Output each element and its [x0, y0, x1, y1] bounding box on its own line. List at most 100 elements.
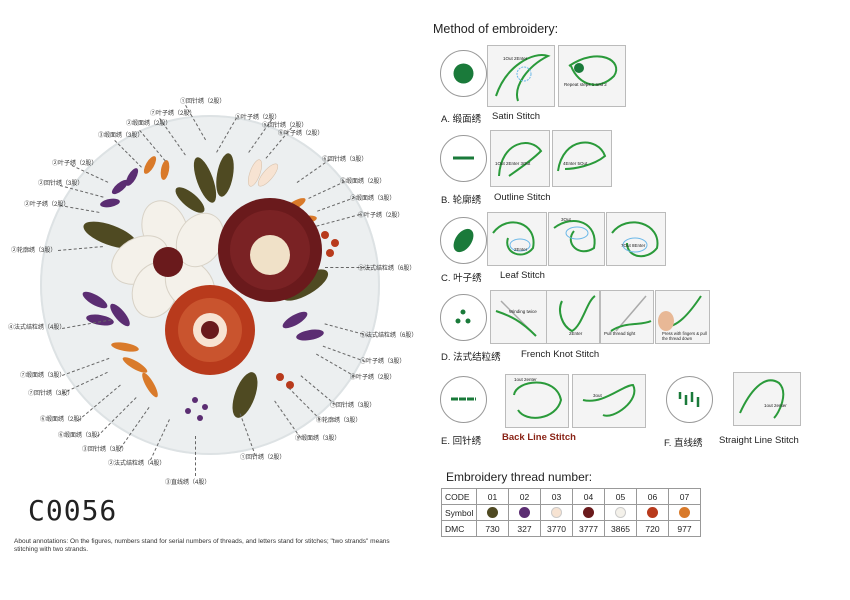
leaf-stitch-name: Leaf Stitch: [500, 270, 545, 281]
annotation-label: ⑥叶子绣（2股）: [358, 213, 404, 219]
leaf-step-3: 7Out 8Enter: [606, 212, 666, 266]
thread-code: 06: [636, 488, 669, 505]
thread-code: 02: [508, 488, 541, 505]
thread-code: 01: [476, 488, 509, 505]
annotation-label: ⑦缎面绣（3股）: [20, 373, 66, 379]
thread-swatch: [519, 507, 530, 519]
thread-swatch: [615, 507, 626, 519]
annotation-label: ④法式结粒绣（4股）: [8, 325, 66, 331]
thread-swatch: [487, 507, 498, 519]
straight-line-stitch-name: Straight Line Stitch: [719, 435, 799, 446]
annotation-label: ①回针绣（3股）: [330, 403, 376, 409]
annotation-label: ②缎面绣（2股）: [126, 121, 172, 127]
french-knot-step-4-caption: Press with fingers & pull the thread dow…: [662, 331, 707, 341]
satin-stitch-sample: [440, 50, 487, 97]
back-line-step-1-caption: 1out 2enter: [514, 377, 537, 382]
annotation-label: ③缎面绣（3股）: [98, 133, 144, 139]
back-line-stitch-sample: [440, 376, 487, 423]
annotation-label: ①回针绣（2股）: [240, 455, 286, 461]
leaf-step-3-caption: 7Out 8Enter: [621, 243, 646, 248]
outline-step-2-caption: 4Enter 5Out: [563, 161, 588, 166]
thread-code: 03: [540, 488, 573, 505]
back-line-stitch-letter: E. 回针绣: [441, 436, 482, 447]
annotation-label: ②回针绣（3股）: [38, 181, 84, 187]
annotation-label: ⑤回针绣（2股）: [262, 123, 308, 129]
outline-stitch-name: Outline Stitch: [494, 192, 551, 203]
thread-symbol-row: Symbol: [441, 504, 701, 521]
annotation-label: ⑦缎面绣（3股）: [350, 196, 396, 202]
thread-dmc: 3777: [572, 520, 605, 537]
annotation-label: ③直线绣（4股）: [165, 480, 211, 486]
satin-step-2-caption: Repeat steps 1 and 2: [564, 82, 607, 87]
straight-line-step-1: 1out 2enter: [733, 372, 801, 426]
annotation-label: ⑥回针绣（3股）: [322, 157, 368, 163]
annotation-label: ⑤法式结粒绣（6股）: [358, 266, 416, 272]
satin-step-1: 1Out 2Enter: [487, 45, 555, 107]
thread-dmc: 720: [636, 520, 669, 537]
annotation-label: ⑥缎面绣（2股）: [340, 179, 386, 185]
thread-dmc: 327: [508, 520, 541, 537]
leaf-step-2: 3Out: [548, 212, 605, 266]
satin-step-2: Repeat steps 1 and 2: [558, 45, 626, 107]
annotation-label: ①叶子绣（3股）: [360, 359, 406, 365]
straight-line-step-1-caption: 1out 2enter: [764, 403, 787, 408]
annotation-label: ⑤叶子绣（2股）: [235, 115, 281, 121]
annotation-label: ⑦叶子绣（2股）: [150, 111, 196, 117]
annotation-label: ②叶子绣（2股）: [52, 161, 98, 167]
annotation-label: ②轮廓绣（3股）: [11, 248, 57, 254]
back-line-stitch-name: Back Line Stitch: [502, 432, 576, 443]
thread-code-row: CODE 01 02 03 04 05 06 07: [441, 488, 701, 505]
thread-dmc: 977: [668, 520, 701, 537]
product-code: C0056: [28, 494, 118, 527]
annotation-label: ⑦回针绣（3股）: [28, 391, 74, 397]
french-knot-letter: D. 法式结粒绣: [441, 352, 501, 363]
thread-dmc: 3770: [540, 520, 573, 537]
thread-table-title: Embroidery thread number:: [446, 470, 593, 484]
outline-stitch-letter: B. 轮廓绣: [441, 195, 482, 206]
back-line-step-2-caption: 3out: [593, 393, 602, 398]
satin-stitch-letter: A. 缎面绣: [441, 114, 482, 125]
annotation-label: ⑤法式结粒绣（6股）: [360, 333, 418, 339]
thread-swatch: [583, 507, 594, 519]
leaf-step-1-caption: 2Enter: [514, 247, 528, 252]
satin-stitch-name: Satin Stitch: [492, 111, 541, 122]
outline-step-1-caption: 1Out 2Enter 3Out: [495, 161, 531, 166]
french-knot-step-1: Winding twice: [490, 290, 547, 344]
thread-swatch: [679, 507, 690, 519]
annotation-label: ②叶子绣（2股）: [24, 202, 70, 208]
annotation-label: ⑥缎面绣（2股）: [40, 417, 86, 423]
thread-dmc: 730: [476, 520, 509, 537]
back-line-step-2: 3out: [572, 374, 646, 428]
thread-code: 05: [604, 488, 637, 505]
annotation-label: ③回针绣（3股）: [82, 447, 128, 453]
straight-line-stitch-sample: [666, 376, 713, 423]
annotation-label: ②法式结粒绣（4股）: [108, 461, 166, 467]
satin-step-1-caption: 1Out 2Enter: [503, 56, 528, 61]
annotation-label: ⑥轮廓绣（3股）: [316, 418, 362, 424]
outline-step-1: 1Out 2Enter 3Out: [490, 130, 550, 187]
annotation-label: ⑥叶子绣（2股）: [278, 131, 324, 137]
french-knot-step-3: Pull thread tight: [600, 290, 654, 344]
leaf-stitch-sample: [440, 217, 487, 264]
outline-step-2: 4Enter 5Out: [552, 130, 612, 187]
leaf-stitch-letter: C. 叶子绣: [441, 273, 482, 284]
thread-dmc: 3865: [604, 520, 637, 537]
straight-line-stitch-letter: F. 直线绣: [664, 438, 703, 449]
method-title: Method of embroidery:: [433, 22, 559, 36]
french-knot-sample: [440, 294, 487, 341]
back-line-step-1: 1out 2enter: [505, 374, 569, 428]
french-knot-step-2: 2Enter: [546, 290, 600, 344]
row-label: CODE: [441, 488, 477, 505]
french-knot-name: French Knot Stitch: [521, 349, 600, 360]
thread-swatch: [647, 507, 658, 519]
french-knot-step-4: Press with fingers & pull the thread dow…: [655, 290, 710, 344]
annotation-label: ⑥叶子绣（2股）: [350, 375, 396, 381]
thread-table: CODE 01 02 03 04 05 06 07 Symbol DMC 730…: [441, 488, 701, 537]
french-knot-step-3-caption: Pull thread tight: [604, 331, 636, 336]
leaf-step-1: 2Enter: [487, 212, 547, 266]
french-knot-step-1-caption: Winding twice: [509, 309, 537, 314]
thread-code: 04: [572, 488, 605, 505]
row-label: DMC: [441, 520, 477, 537]
annotation-note: About annotations: On the figures, numbe…: [14, 538, 390, 553]
leaf-step-2-caption: 3Out: [561, 217, 571, 222]
